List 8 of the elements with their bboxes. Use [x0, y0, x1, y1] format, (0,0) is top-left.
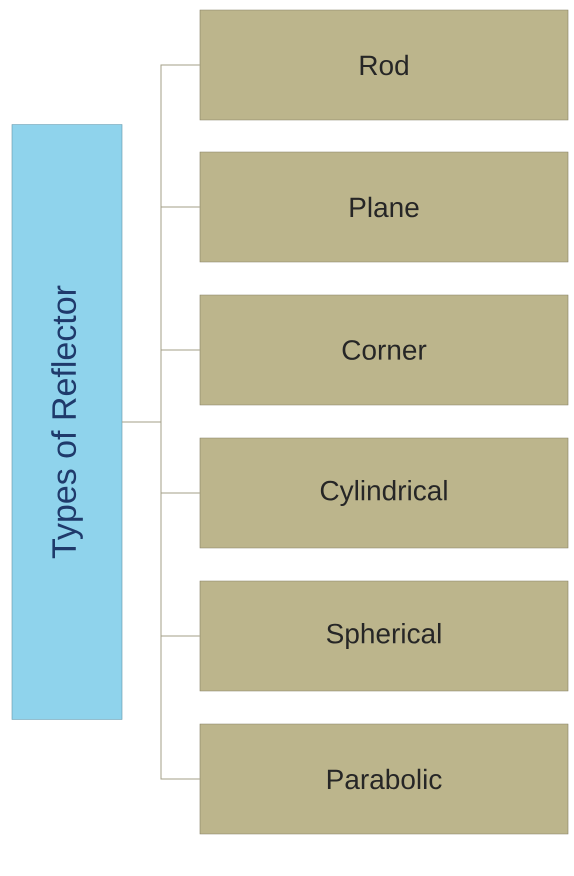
type-box: Cylindrical — [200, 438, 568, 548]
type-box: Parabolic — [200, 724, 568, 834]
type-box: Corner — [200, 294, 568, 406]
type-box: Rod — [200, 10, 568, 120]
type-box: Spherical — [200, 580, 568, 692]
connector — [122, 422, 200, 780]
category-box: Types of Reflector — [12, 124, 122, 720]
type-box: Plane — [200, 152, 568, 262]
